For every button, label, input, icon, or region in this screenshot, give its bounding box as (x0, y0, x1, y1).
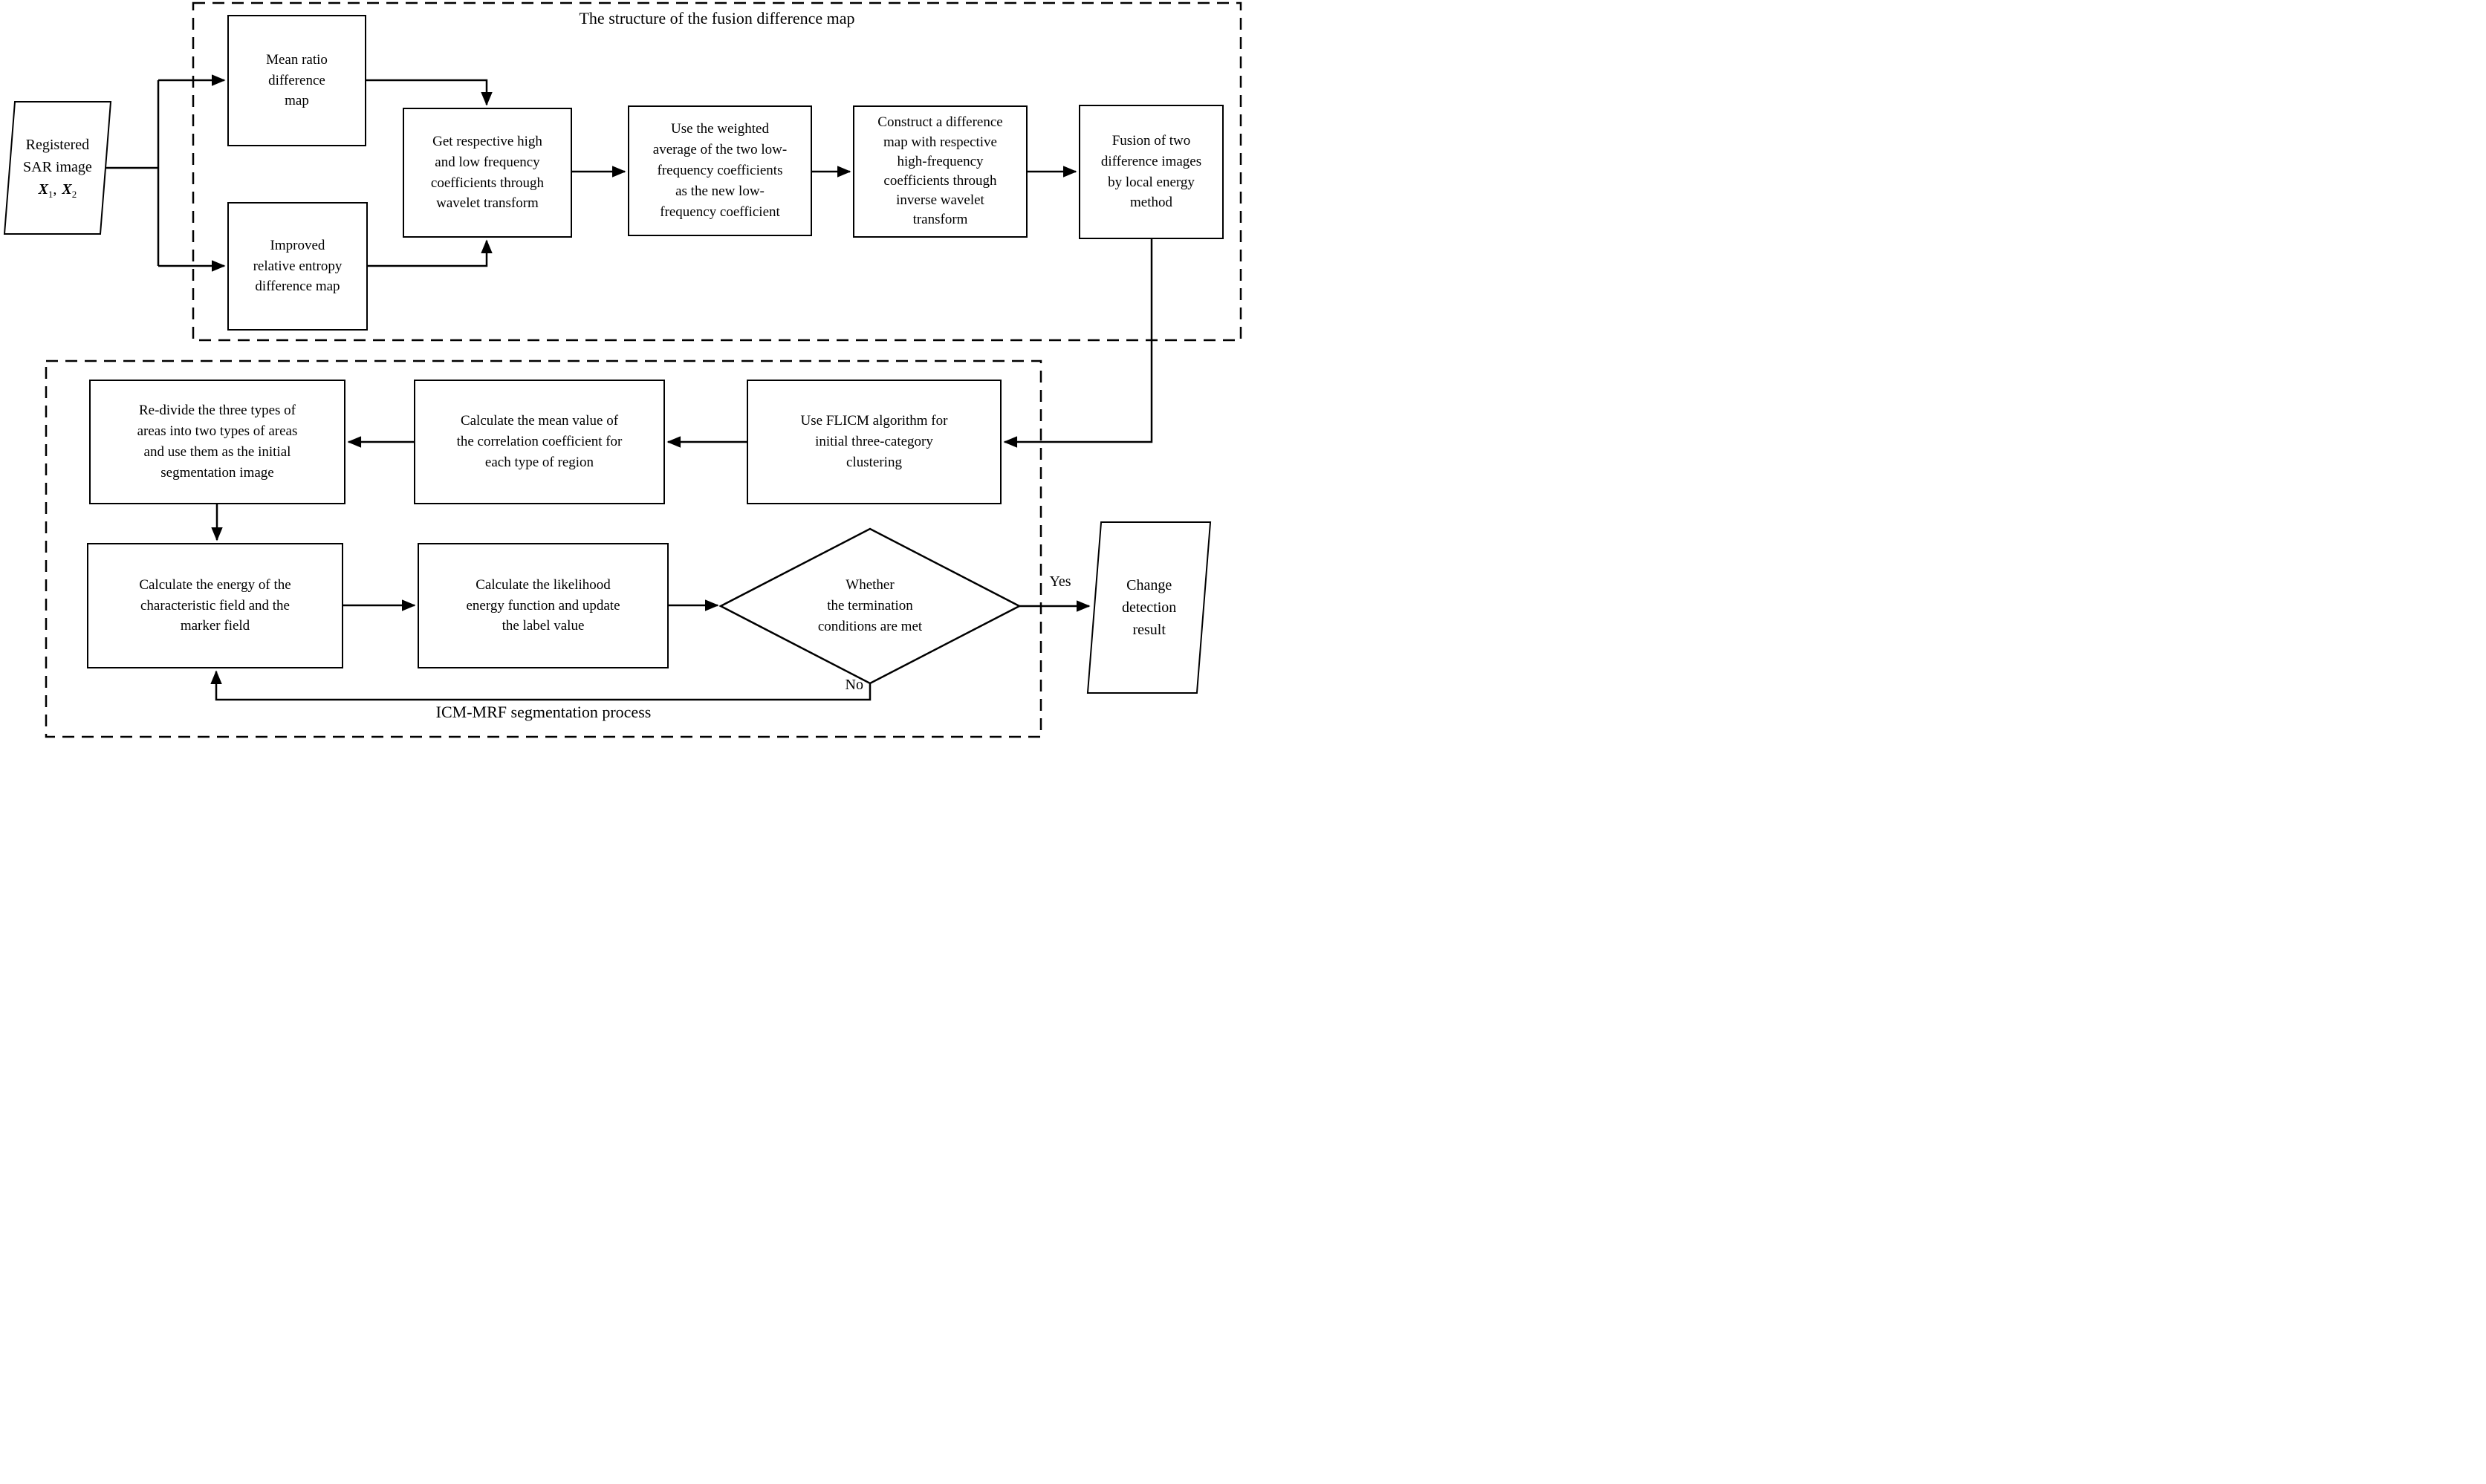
icm-mrf-section-frame (45, 359, 1042, 738)
change-detection-result-text: Change detection result (1121, 577, 1177, 638)
decision-diamond-shape (718, 527, 1022, 685)
node-mean-ratio-difference-map: Mean ratio difference map (227, 15, 366, 146)
fusion-section-frame (192, 1, 1242, 342)
connector-layer (45, 1, 1242, 738)
icm-mrf-section-title: ICM-MRF segmentation process (435, 703, 652, 721)
node-construct-difference-map: Construct a difference map with respecti… (853, 105, 1028, 238)
node-weighted-average: Use the weighted average of the two low-… (628, 105, 812, 236)
node-registered-sar-image: Registered SAR image X1,X2 (3, 101, 112, 235)
symbol-x2: X (62, 181, 72, 198)
node-mean-correlation-coefficient: Calculate the mean value of the correlat… (414, 380, 665, 504)
symbol-comma: , (53, 181, 57, 198)
fusion-section-title: The structure of the fusion difference m… (579, 9, 855, 27)
symbol-x2-subscript: 2 (71, 189, 77, 201)
node-improved-relative-entropy-map: Improved relative entropy difference map (227, 202, 368, 331)
node-termination-decision: Whether the termination conditions are m… (817, 577, 923, 634)
node-redivide-areas: Re-divide the three types of areas into … (89, 380, 345, 504)
node-likelihood-energy-function: Calculate the likelihood energy function… (418, 543, 669, 668)
registered-sar-image-text: Registered SAR image X1,X2 (23, 111, 92, 224)
arrow-entropy-to-wavelet (368, 239, 493, 267)
node-fusion-local-energy: Fusion of two difference images by local… (1079, 105, 1224, 239)
registered-sar-image-label: Registered SAR image (23, 137, 92, 176)
arrow-mean-ratio-to-wavelet (366, 79, 493, 106)
edge-label-no: No (845, 677, 863, 693)
sar-image-symbols: X1,X2 (23, 178, 92, 202)
node-energy-characteristic-marker-field: Calculate the energy of the characterist… (87, 543, 343, 668)
node-wavelet-transform: Get respective high and low frequency co… (403, 108, 572, 238)
node-change-detection-result: Change detection result (1086, 521, 1212, 694)
arrow-decision-no-feedback (210, 670, 872, 701)
edge-label-yes: Yes (1049, 573, 1071, 590)
flowchart-canvas: The structure of the fusion difference m… (0, 0, 1243, 742)
symbol-x1: X (38, 181, 48, 198)
arrow-fusion-to-flicm (1003, 239, 1153, 448)
node-flicm-clustering: Use FLICM algorithm for initial three-ca… (747, 380, 1002, 504)
